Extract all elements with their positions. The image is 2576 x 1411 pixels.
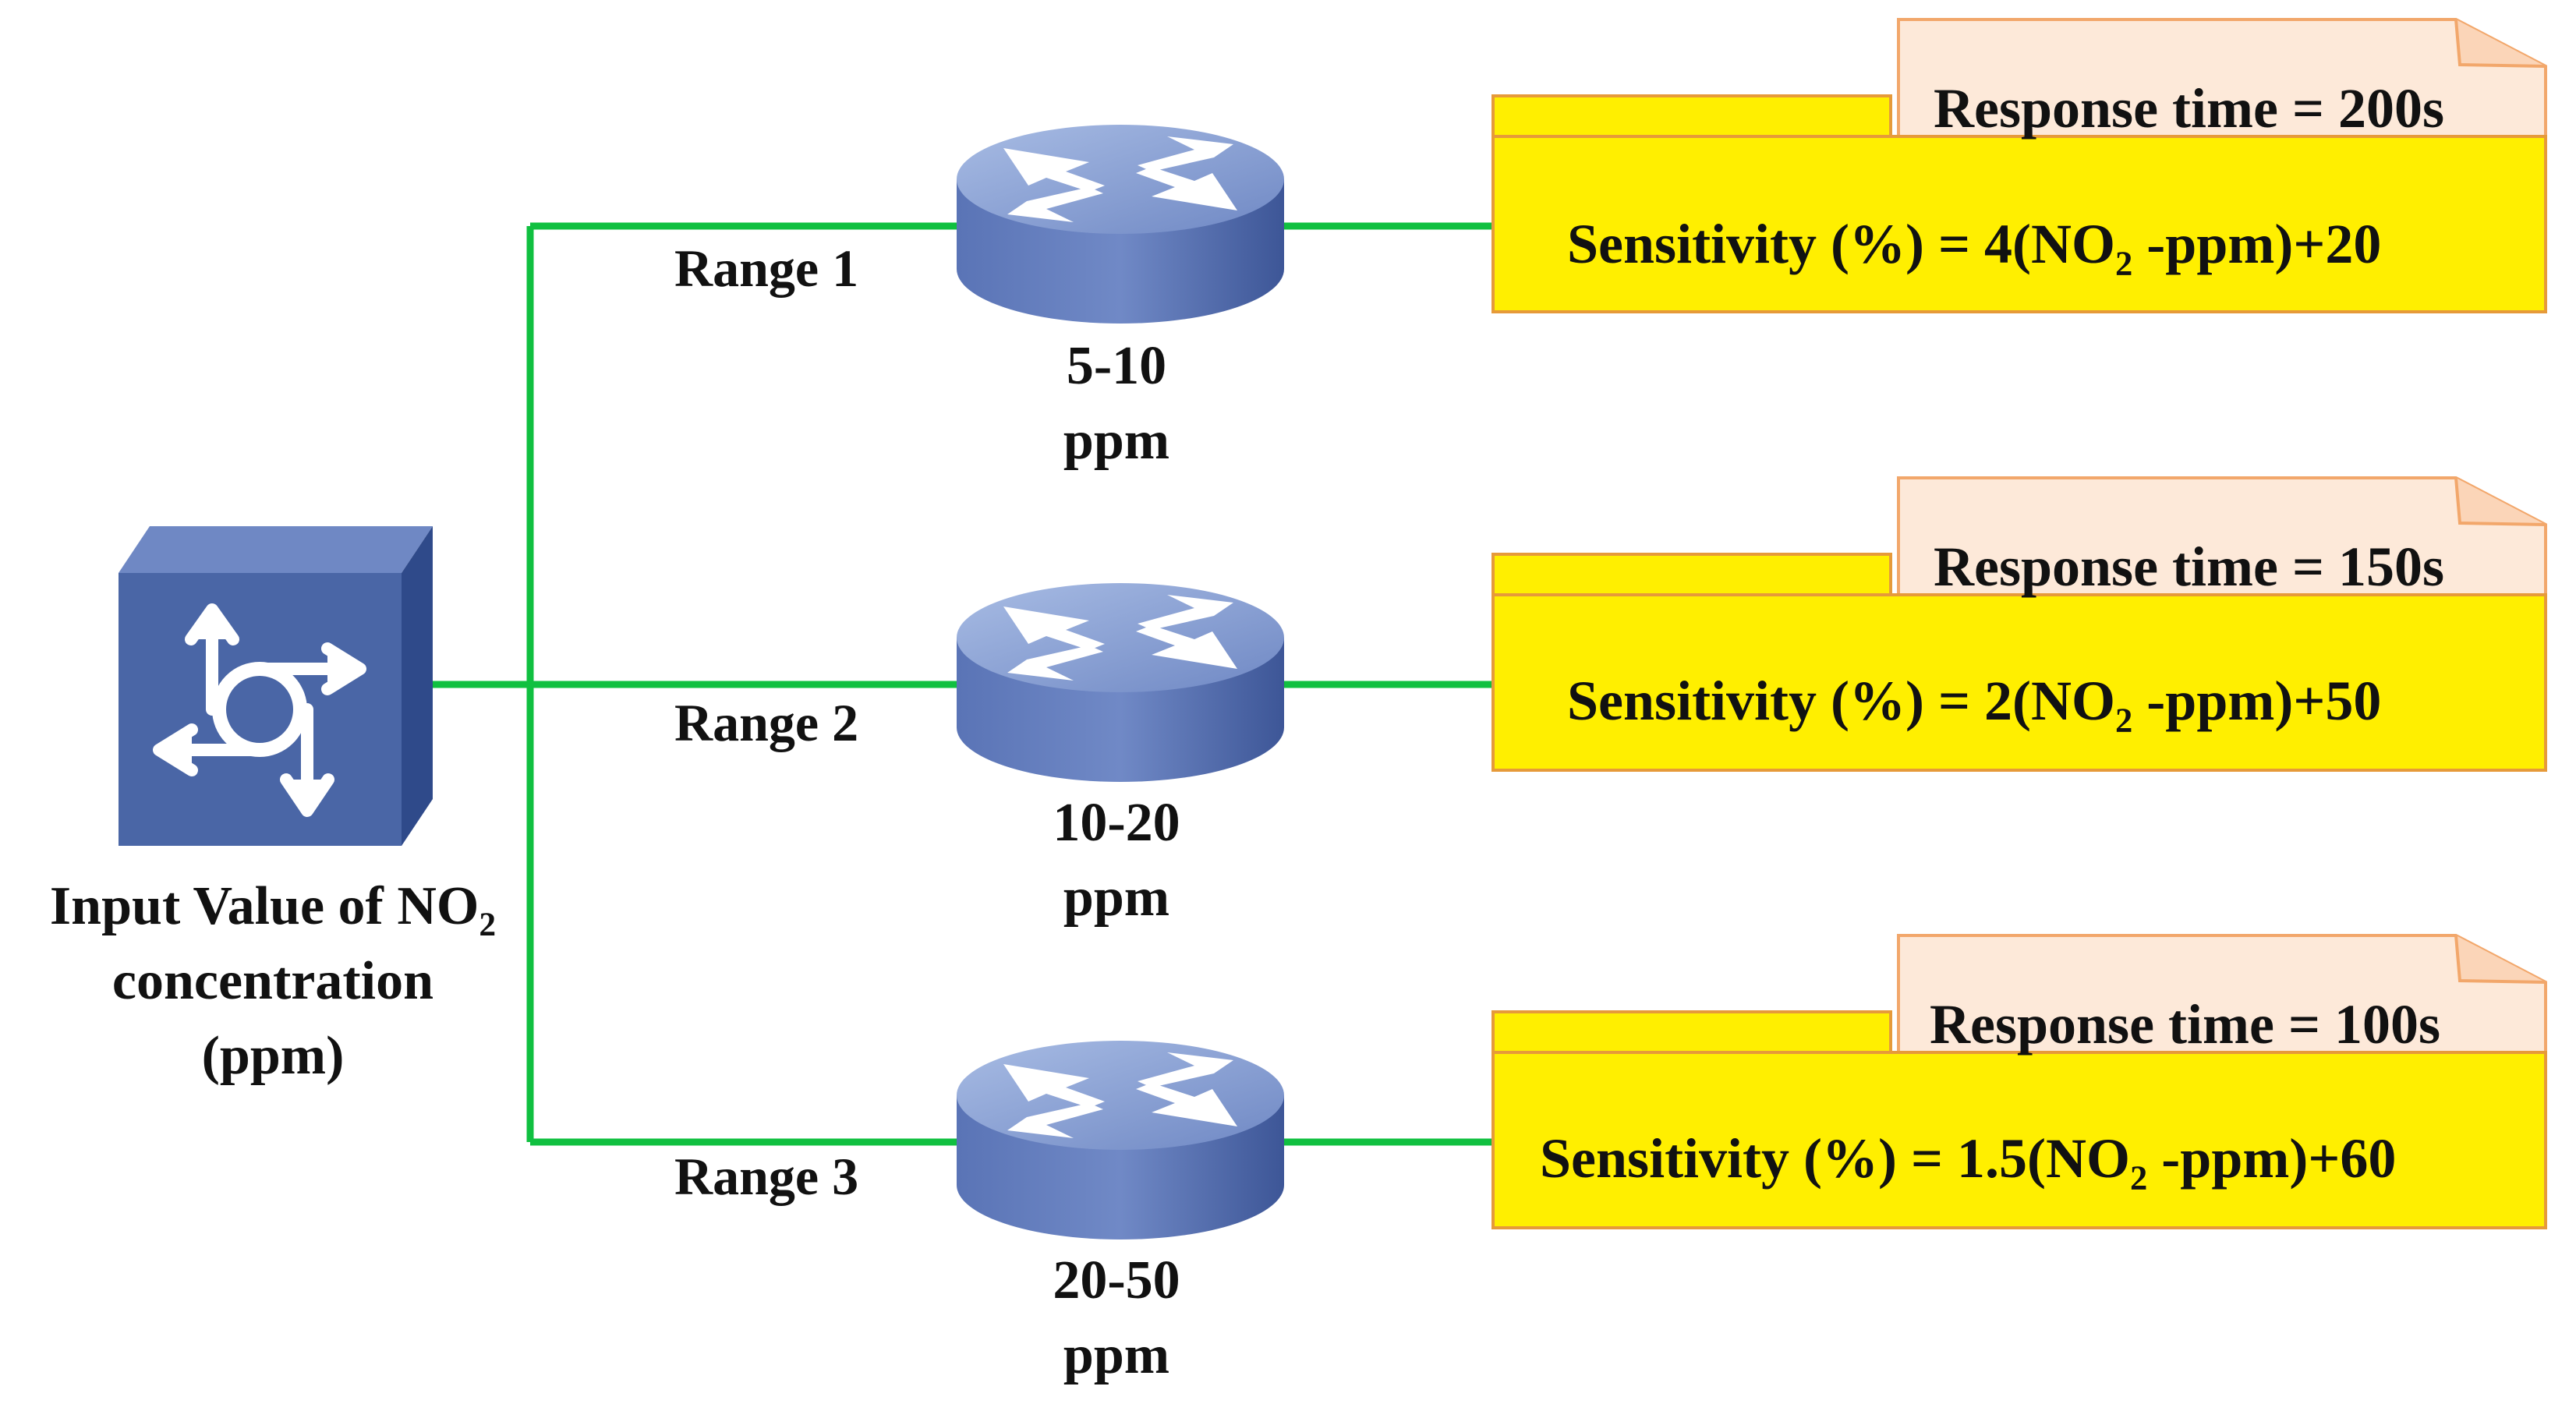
range-1-label: Range 1 (674, 239, 859, 298)
input-label-line2: concentration (111, 951, 434, 1011)
range-3-sensitivity-prefix: Sensitivity (%) = 1.5(NO (1540, 1127, 2130, 1190)
range-2-sensitivity: Sensitivity (%) = 2(NO2 -ppm)+50 (1567, 669, 2382, 737)
sensitivity-folder (1491, 553, 2547, 772)
range-3-response-time: Response time = 100s (1930, 993, 2440, 1056)
response-note (1897, 18, 2547, 169)
range-1-sensitivity-sub: 2 (2114, 243, 2133, 283)
cube-top-face (119, 526, 433, 573)
range-1-sensitivity-suffix: -ppm)+20 (2132, 213, 2382, 275)
switch-cube-icon (119, 526, 433, 846)
input-label-subscript: 2 (479, 906, 497, 944)
range-1-response-time: Response time = 200s (1934, 77, 2444, 140)
router-arrows-icon (1003, 1052, 1237, 1138)
cube-front-face (119, 573, 402, 846)
range-2-response-time: Response time = 150s (1934, 536, 2444, 598)
router-icon (957, 583, 1284, 782)
range-3-sensitivity-suffix: -ppm)+60 (2147, 1127, 2397, 1190)
input-label: Input Value of NO2 concentration (ppm) (0, 869, 546, 1094)
range-2-label: Range 2 (674, 693, 859, 752)
range-2-sensitivity-prefix: Sensitivity (%) = 2(NO (1567, 670, 2115, 732)
range-1-unit: ppm (1063, 411, 1170, 471)
connector-lines (427, 222, 1493, 1146)
router-top (957, 583, 1284, 692)
router-arrows-icon (1003, 136, 1237, 222)
sensitivity-folder (1491, 1010, 2547, 1229)
router-icon (957, 1041, 1284, 1239)
range-3-span-label: 20-50 ppm (1023, 1243, 1210, 1393)
cube-side-face (402, 526, 433, 846)
range-3-sensitivity-sub: 2 (2129, 1158, 2148, 1197)
input-label-line3: (ppm) (201, 1026, 345, 1086)
crossed-arrows-icon (153, 603, 366, 817)
range-3-unit: ppm (1063, 1325, 1170, 1385)
range-1-span: 5-10 (1066, 336, 1167, 396)
input-label-line1: Input Value of NO (49, 876, 479, 936)
router-arrows-icon (1003, 595, 1237, 681)
range-2-sensitivity-suffix: -ppm)+50 (2132, 670, 2382, 732)
range-2-span-label: 10-20 ppm (1023, 786, 1210, 935)
range-1-sensitivity: Sensitivity (%) = 4(NO2 -ppm)+20 (1567, 212, 2382, 281)
range-3-label: Range 3 (674, 1147, 859, 1206)
range-3-sensitivity: Sensitivity (%) = 1.5(NO2 -ppm)+60 (1540, 1126, 2397, 1195)
router-icon (957, 125, 1284, 324)
range-2-unit: ppm (1063, 868, 1170, 928)
range-1-span-label: 5-10 ppm (1023, 329, 1210, 479)
router-top (957, 125, 1284, 234)
range-2-sensitivity-sub: 2 (2114, 700, 2133, 740)
range-1-sensitivity-prefix: Sensitivity (%) = 4(NO (1567, 213, 2115, 275)
response-note (1897, 476, 2547, 628)
range-2-span: 10-20 (1053, 793, 1180, 853)
range-3-span: 20-50 (1053, 1250, 1180, 1310)
router-top (957, 1041, 1284, 1150)
sensitivity-folder (1491, 94, 2547, 313)
